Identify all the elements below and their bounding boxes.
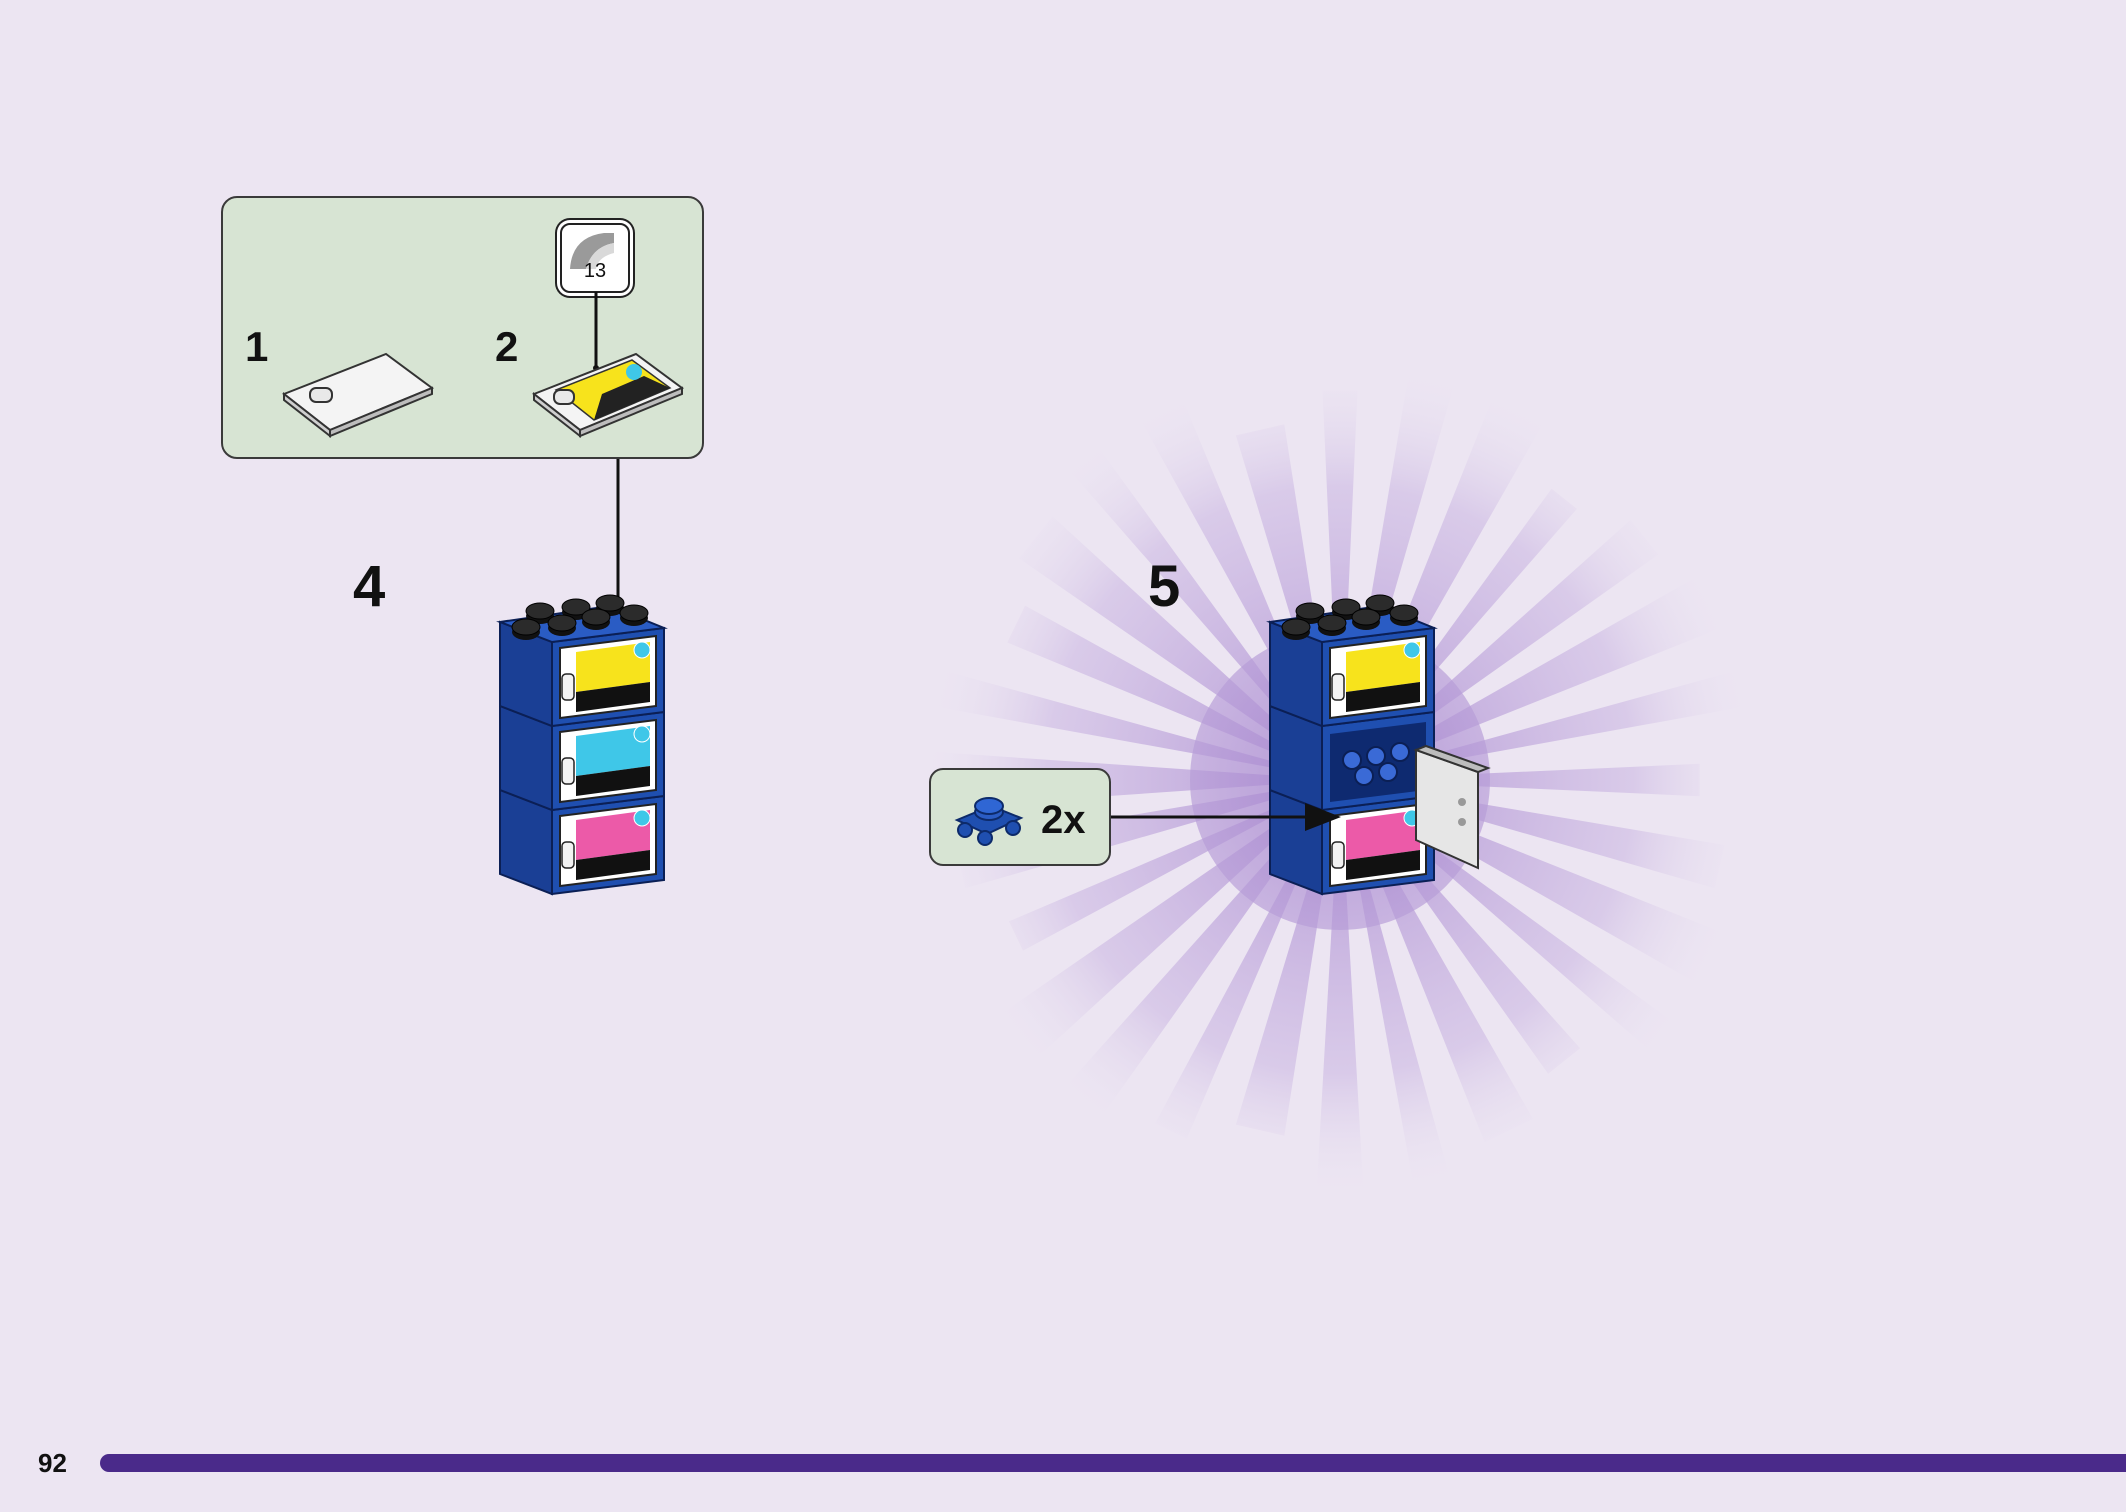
sticker-number: 13 bbox=[583, 260, 607, 282]
step-4-number: 4 bbox=[353, 554, 386, 619]
brick-tower-icon bbox=[496, 594, 668, 896]
arrow-icon bbox=[1111, 803, 1341, 831]
sub-step-2-number: 2 bbox=[495, 323, 519, 370]
step-5-number: 5 bbox=[1148, 554, 1181, 619]
page-number: 92 bbox=[38, 1448, 67, 1478]
footer-bar bbox=[100, 1454, 2126, 1472]
parts-quantity: 2x bbox=[1041, 798, 1086, 842]
brick-tower-icon bbox=[1266, 594, 1491, 896]
stickered-tile-icon bbox=[532, 352, 685, 439]
sticker-sheet-icon: 13 bbox=[560, 223, 630, 293]
blue-plate-part-icon bbox=[954, 797, 1024, 846]
parts-callout: 2x bbox=[929, 768, 1111, 866]
flat-tile-icon bbox=[282, 352, 435, 439]
sub-step-1-number: 1 bbox=[245, 323, 269, 370]
